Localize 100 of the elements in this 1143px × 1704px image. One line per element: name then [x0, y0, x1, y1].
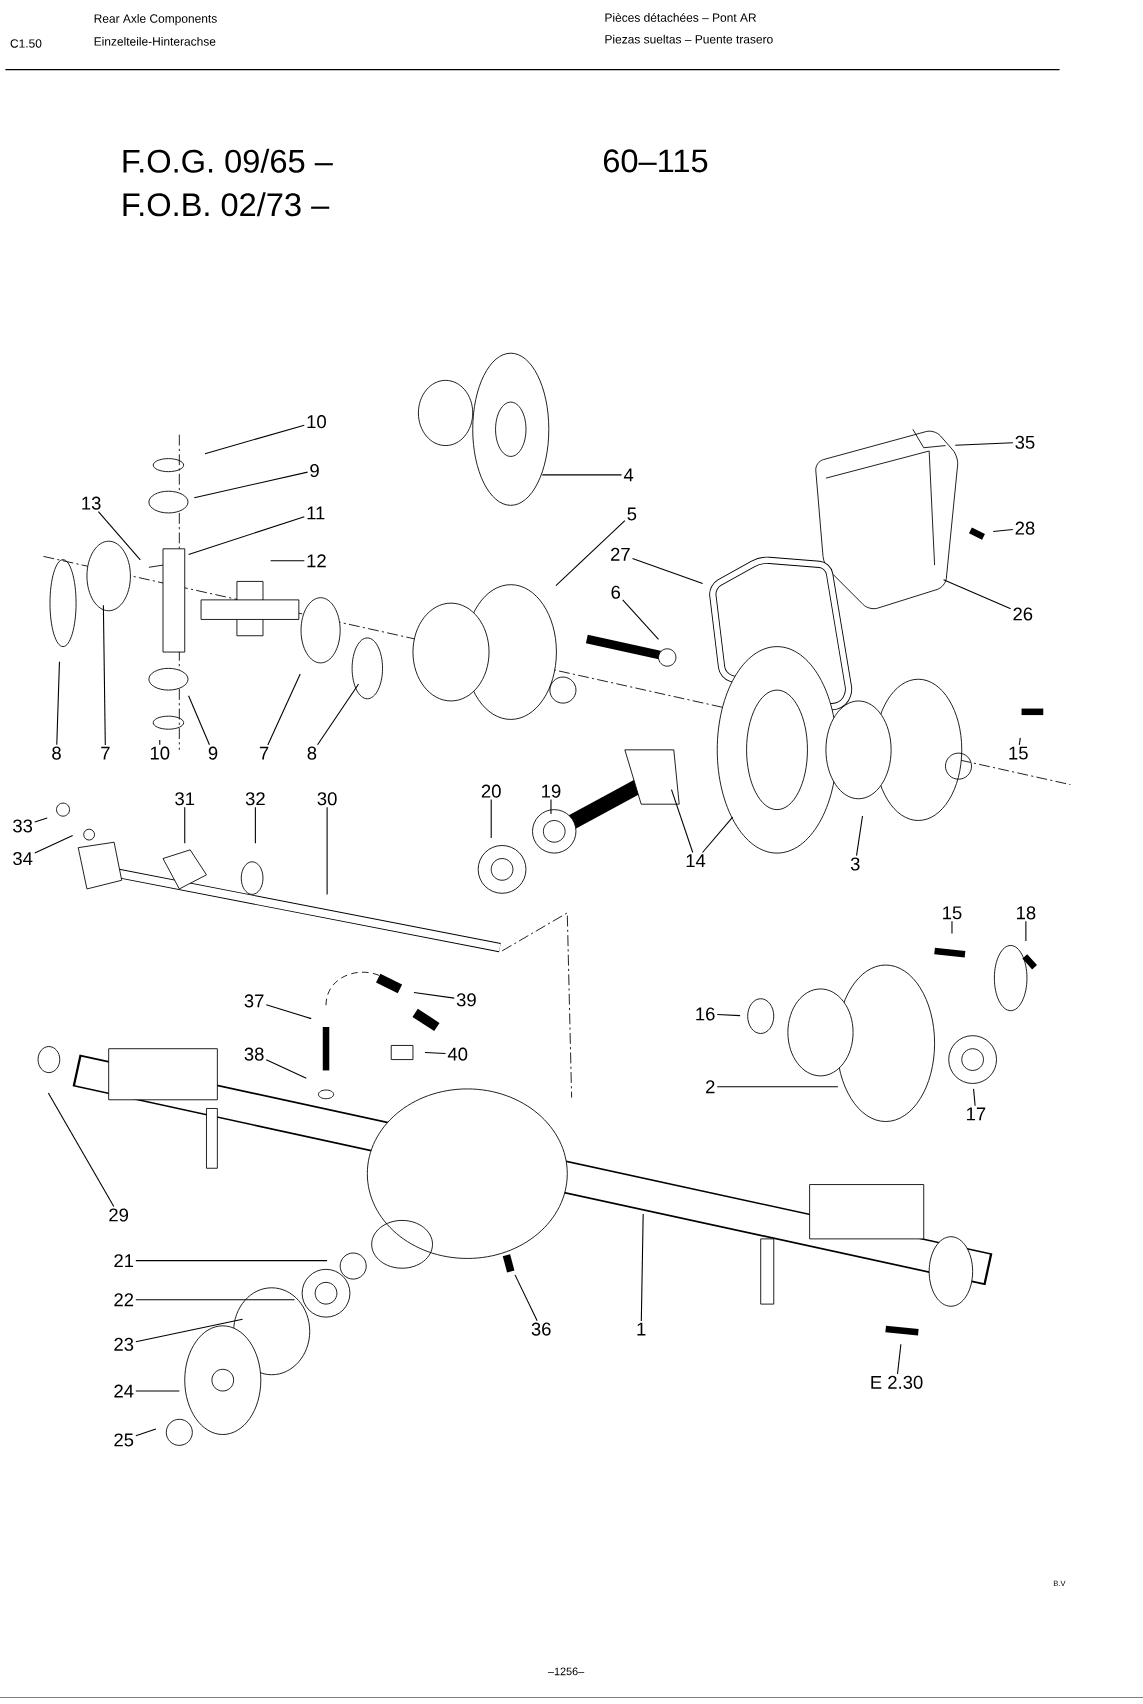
leader-line — [254, 806, 256, 844]
leader-line — [490, 799, 492, 839]
leader-line — [896, 1343, 902, 1375]
leader-line — [135, 1260, 328, 1262]
callout-number: 12 — [307, 554, 326, 568]
callout-number: 34 — [12, 852, 33, 866]
model-heading: 60–115 — [603, 149, 708, 173]
callout-number: 31 — [175, 792, 194, 806]
callout-number: 19 — [542, 784, 561, 798]
header-text: Rear Axle Components — [94, 14, 217, 26]
callout-number: 36 — [531, 1322, 551, 1336]
header-text: Piezas sueltas – Puente trasero — [605, 34, 773, 44]
leader-line — [670, 789, 694, 854]
callout-number: 11 — [307, 506, 325, 520]
leader-line — [622, 599, 659, 640]
leader-line — [56, 661, 60, 746]
leader-line — [855, 815, 863, 857]
leader-line — [326, 806, 328, 895]
callout-number: 25 — [114, 1433, 134, 1447]
callout-number: 17 — [966, 1107, 986, 1121]
callout-number: 28 — [1015, 521, 1035, 535]
leader-line — [942, 579, 1012, 610]
leader-line — [716, 1086, 839, 1088]
leader-line — [47, 1092, 115, 1208]
leader-line — [1025, 920, 1027, 942]
callout-number: 40 — [447, 1047, 468, 1061]
leader-line — [193, 471, 308, 499]
callout-number: 15 — [1009, 746, 1028, 760]
callout-number: 21 — [114, 1254, 133, 1268]
leader-line — [716, 1013, 741, 1017]
callout-number: 2 — [705, 1080, 715, 1094]
header-text: Pièces détachées – Pont AR — [605, 12, 756, 22]
leader-line — [187, 516, 305, 555]
callout-number: 27 — [610, 547, 630, 561]
callout-number: 8 — [307, 746, 317, 760]
leader-line — [992, 528, 1014, 533]
leader-line — [413, 991, 455, 999]
callout-number: 7 — [101, 746, 110, 760]
leader-line — [102, 604, 106, 746]
header-text: C1.50 — [10, 39, 42, 48]
leader-line — [159, 739, 161, 746]
leader-line — [631, 558, 704, 585]
leader-line — [135, 1318, 243, 1343]
callout-number: 5 — [627, 507, 637, 521]
callout-number: 3 — [850, 857, 860, 871]
model-heading: F.O.G. 09/65 – — [123, 148, 333, 173]
callout-number: 22 — [114, 1293, 133, 1307]
callout-number: 10 — [307, 415, 326, 429]
callout-number: 39 — [456, 993, 476, 1007]
callout-number: 16 — [696, 1007, 715, 1021]
callout-number: 15 — [943, 906, 962, 920]
callout-number: 37 — [244, 994, 264, 1008]
leader-line — [701, 816, 734, 854]
leader-line — [972, 1088, 976, 1107]
callout-number: E 2.30 — [871, 1375, 923, 1389]
callout-number: 10 — [150, 746, 170, 760]
callout-number: 4 — [623, 468, 634, 482]
callout-number: 33 — [12, 819, 32, 833]
leader-line — [34, 817, 48, 823]
callout-number: 9 — [310, 464, 319, 478]
leader-line — [135, 1390, 180, 1392]
leader-line — [514, 1274, 538, 1322]
leader-line — [951, 920, 953, 935]
leader-line — [316, 683, 359, 746]
leader-line — [135, 1428, 157, 1437]
model-heading: F.O.B. 02/73 – — [123, 192, 330, 217]
leader-line — [187, 695, 210, 746]
leader-line — [424, 1051, 446, 1055]
leader-line — [265, 1059, 307, 1079]
leader-line — [541, 474, 623, 476]
leader-line — [265, 1004, 312, 1020]
page-number: –1256– — [547, 1667, 585, 1676]
leader-line — [269, 560, 305, 562]
header-text: Einzelteile-Hinterachse — [94, 36, 216, 46]
leader-line — [954, 442, 1014, 446]
leader-line — [1018, 737, 1021, 746]
callout-number: 23 — [114, 1337, 134, 1351]
callout-number: 32 — [245, 792, 265, 806]
leader-line — [34, 834, 74, 854]
callout-number: 7 — [259, 746, 269, 760]
callout-number: 35 — [1015, 435, 1035, 449]
callout-number: 24 — [114, 1384, 134, 1398]
callout-number: 20 — [481, 784, 501, 798]
callout-number: 18 — [1016, 906, 1036, 920]
callout-number: 14 — [686, 854, 706, 868]
callout-number: 29 — [109, 1208, 128, 1222]
leader-line — [97, 511, 141, 561]
leader-line — [267, 673, 301, 746]
callout-number: 9 — [208, 746, 218, 760]
leader-line — [204, 424, 305, 455]
callout-number: 38 — [244, 1047, 264, 1061]
leader-line — [640, 1213, 644, 1322]
callout-number: 1 — [637, 1322, 646, 1336]
callout-number: 26 — [1013, 607, 1033, 621]
leader-line — [135, 1299, 295, 1301]
leader-line — [550, 799, 552, 815]
leader-line — [184, 806, 186, 844]
callout-number: 6 — [611, 585, 620, 599]
callout-number: 30 — [317, 792, 337, 806]
leader-line — [555, 520, 626, 587]
